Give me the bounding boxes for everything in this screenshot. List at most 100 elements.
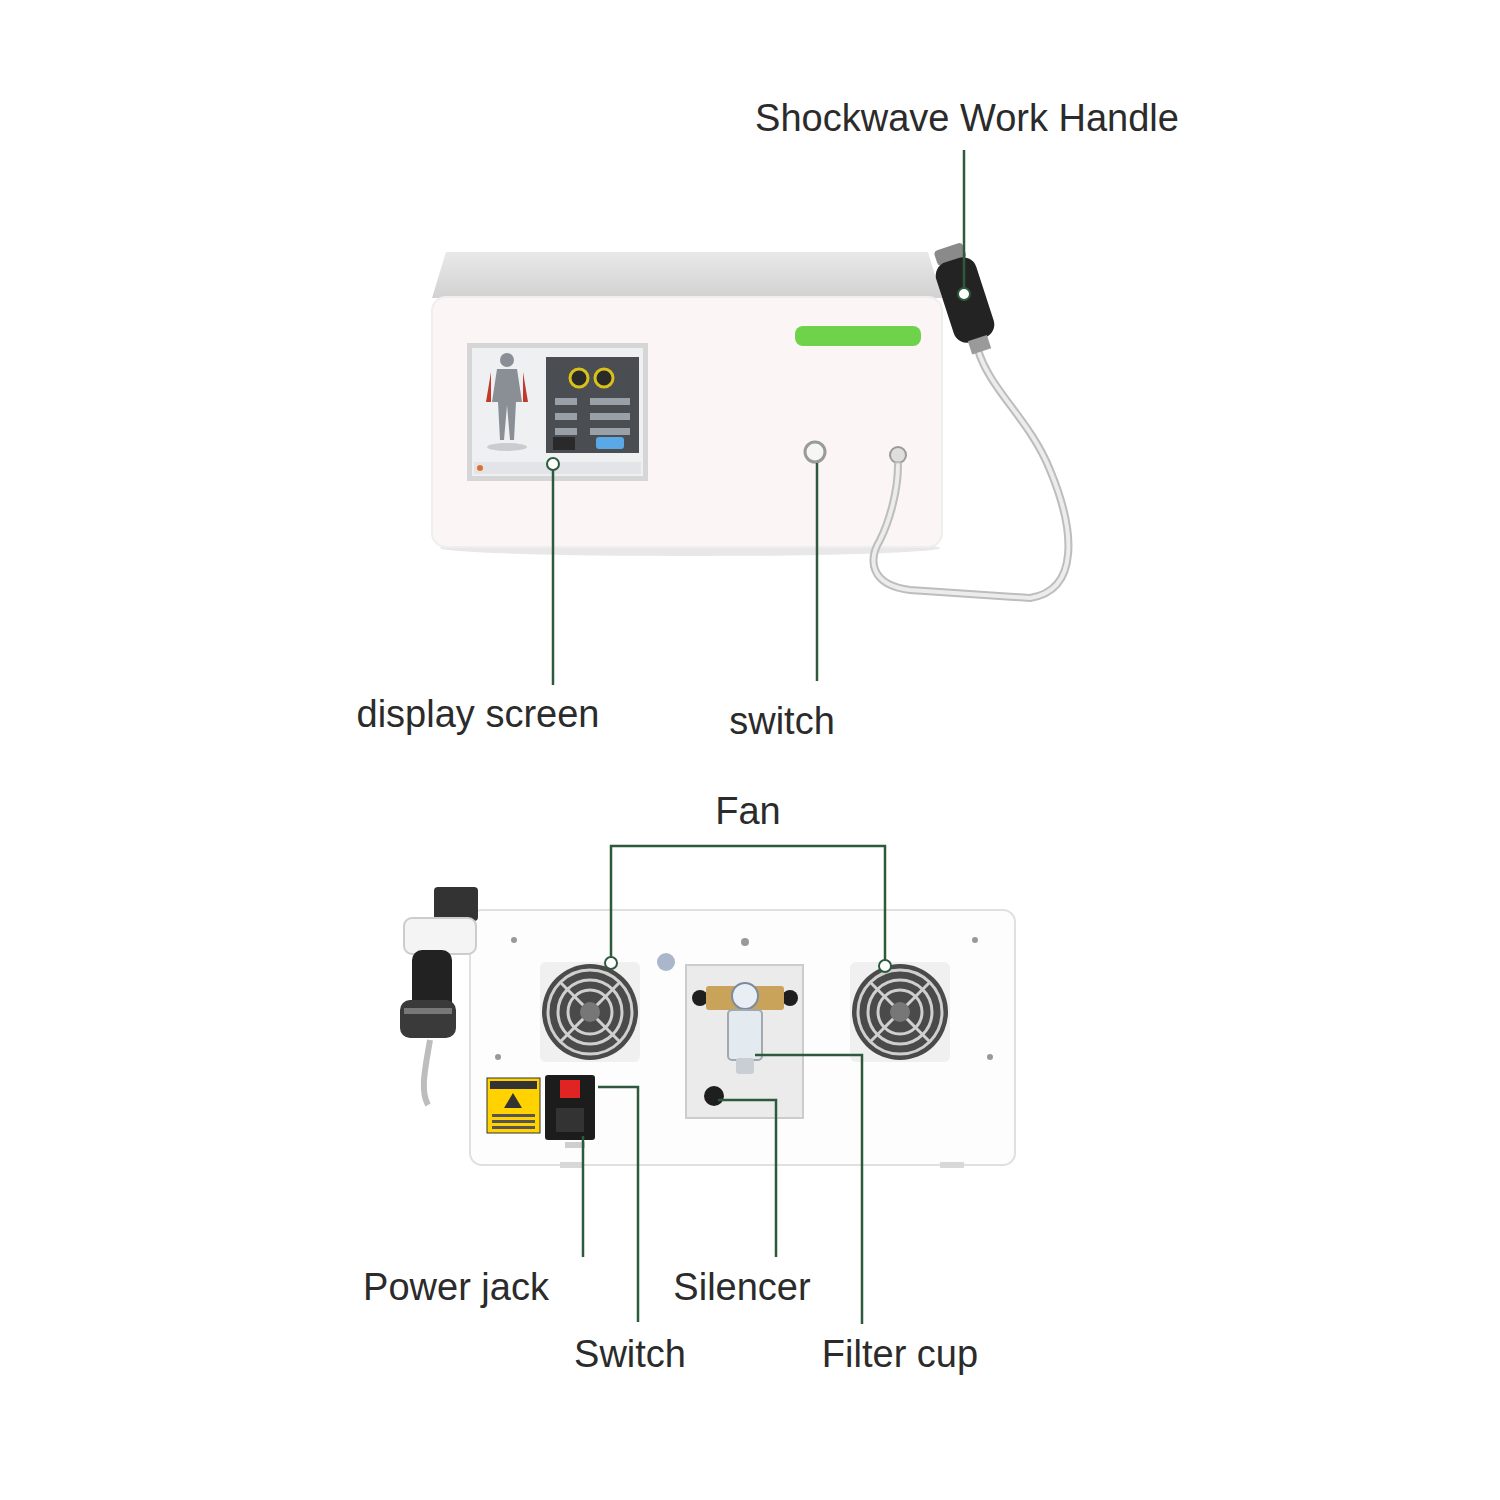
power-socket-part (556, 1108, 584, 1132)
rear-view-housing (470, 910, 1015, 1168)
handle-cable-part (874, 350, 1069, 598)
part-label: Silencer (673, 1265, 810, 1309)
screen-illustration-part (546, 357, 639, 453)
right-fan-part (870, 982, 930, 1042)
filter-recess-part (686, 965, 803, 1118)
part-label: switch (729, 699, 835, 743)
rear-handle-part (424, 1040, 430, 1105)
part-label: Filter cup (822, 1332, 978, 1376)
warning-sticker-part (490, 1081, 537, 1089)
filter-recess-part (782, 990, 798, 1006)
warning-sticker (487, 1078, 540, 1133)
leader-dots-part (547, 458, 559, 470)
rear-view-housing-part (741, 938, 749, 946)
leader-lines-part (611, 846, 885, 960)
right-fan-part (870, 982, 930, 1042)
power-socket-part (545, 1075, 595, 1140)
screen-illustration-part (590, 413, 630, 420)
rear-view-housing-part (972, 937, 978, 943)
warning-sticker-part (492, 1120, 535, 1123)
screen-illustration-part (477, 465, 483, 471)
power-socket-part (560, 1080, 580, 1098)
handle-cable-part (874, 350, 1069, 598)
leader-dots-part (605, 957, 617, 969)
front-view-housing (432, 252, 942, 556)
leader-dots-part (879, 960, 891, 972)
warning-sticker-part (492, 1114, 535, 1117)
screen-illustration-part (590, 398, 630, 405)
power-knob (805, 442, 825, 462)
screen-illustration-part (467, 343, 648, 481)
handle-cable (874, 350, 1069, 598)
part-label: Fan (715, 789, 780, 833)
rear-view-housing-part (940, 1162, 964, 1168)
right-fan-part (850, 962, 950, 1062)
filter-recess-part (736, 1058, 754, 1074)
rear-handle-part (404, 1008, 452, 1014)
filter-recess-part (692, 990, 708, 1006)
leader-lines-part (963, 150, 966, 288)
warning-sticker-part (492, 1126, 535, 1129)
screen-illustration (467, 343, 648, 481)
screen-illustration-part (555, 413, 577, 420)
rear-view-housing-part (560, 1162, 584, 1168)
screen-illustration-part (486, 372, 528, 402)
screen-illustration-part (500, 353, 514, 367)
left-fan-part (558, 980, 622, 1044)
warning-sticker-part (487, 1078, 540, 1133)
screen-illustration-part (596, 437, 624, 449)
right-fan-part (890, 1002, 910, 1022)
left-fan-part (540, 962, 640, 1062)
rear-view-housing-part (495, 1054, 501, 1060)
rear-view-housing-part (987, 1054, 993, 1060)
screen-illustration-part (570, 369, 588, 387)
handle-socket (890, 447, 906, 463)
leader-lines-part (816, 463, 819, 681)
rear-view-housing-part (511, 937, 517, 943)
left-fan-part (548, 970, 632, 1054)
leader-lines-part (582, 1136, 585, 1257)
rear-handle-part (400, 1000, 456, 1038)
leader-lines (553, 150, 964, 1324)
left-fan-part (580, 1002, 600, 1022)
right-fan (850, 962, 950, 1062)
left-fan-part (560, 982, 620, 1042)
screen-illustration-part (555, 428, 577, 435)
part-label: Power jack (363, 1265, 549, 1309)
part-label: Switch (574, 1332, 686, 1376)
screen-illustration-part (555, 398, 577, 405)
screen-illustration-part (553, 437, 575, 450)
left-fan-part (560, 982, 620, 1042)
screen-illustration-part (492, 369, 522, 440)
rear-view-housing-part (470, 910, 1015, 1165)
filter-recess (686, 965, 803, 1118)
screen-illustration-part (595, 369, 613, 387)
front-view-housing-part (432, 252, 942, 298)
screen-illustration-part (472, 348, 643, 476)
right-fan-part (852, 964, 948, 1060)
leader-lines-part (598, 1087, 638, 1322)
right-fan-part (868, 980, 932, 1044)
leader-lines-part (552, 470, 555, 685)
left-fan-part (542, 964, 638, 1060)
shockwave-handle-part (968, 335, 991, 354)
rear-handle-part (434, 887, 478, 921)
filter-recess-part (732, 983, 758, 1009)
logo-badge (657, 953, 675, 971)
rear-handle-part (404, 918, 476, 954)
filter-recess-part (704, 1086, 724, 1106)
screen-illustration-part (487, 443, 527, 451)
left-fan (540, 962, 640, 1062)
filter-recess-part (728, 1010, 762, 1060)
leader-lines-part (718, 1100, 776, 1257)
part-label: Shockwave Work Handle (755, 96, 1179, 140)
rear-handle (400, 887, 478, 1105)
leader-dot (958, 288, 970, 300)
power-socket (545, 1075, 595, 1148)
part-label: display screen (357, 692, 600, 736)
right-fan-part (858, 970, 942, 1054)
status-bar (795, 326, 921, 346)
screen-illustration-part (590, 428, 630, 435)
warning-sticker-part (504, 1093, 522, 1108)
